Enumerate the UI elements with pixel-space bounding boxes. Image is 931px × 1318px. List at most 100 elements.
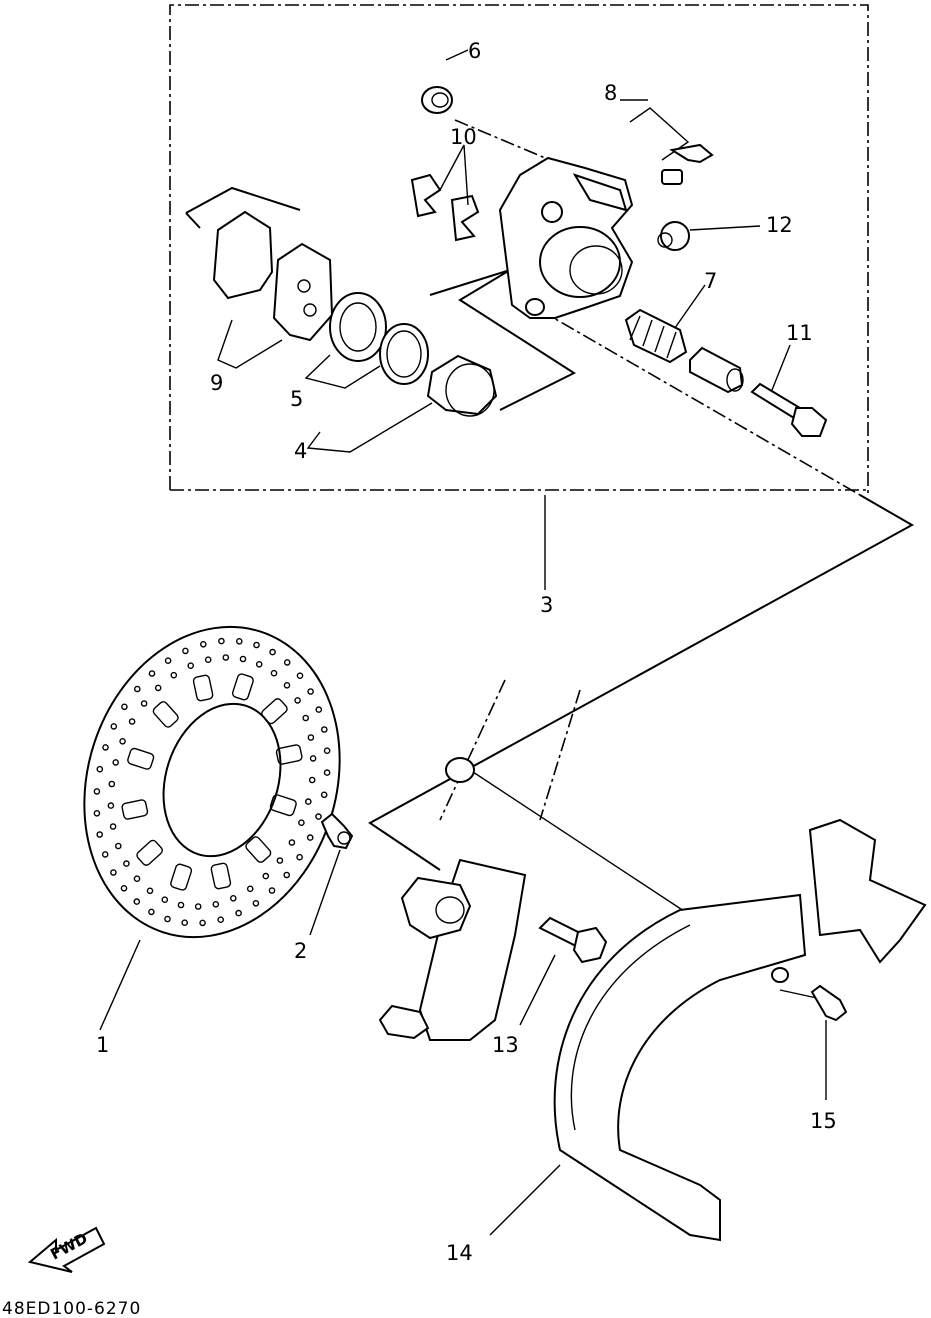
caliper-assembly-box	[169, 4, 869, 495]
part-number-4: 4	[294, 439, 307, 463]
disc-slot	[275, 744, 303, 765]
disc-drill-hole	[270, 669, 278, 677]
disc-drill-hole	[276, 857, 284, 864]
boot-part	[657, 221, 690, 251]
forward-arrow-icon: FWD	[27, 1226, 106, 1273]
part-number-15: 15	[810, 1109, 837, 1133]
disc-drill-hole	[229, 895, 237, 902]
part-number-labels: 1 2 3 4 5 6 7 8 9 10 11 12 13 14 15	[96, 39, 837, 1265]
part-number-10: 10	[450, 125, 477, 149]
disc-drill-hole	[109, 823, 117, 830]
disc-drill-hole	[148, 670, 156, 677]
disc-drill-hole	[140, 700, 148, 707]
disc-drill-hole	[308, 776, 316, 784]
disc-drill-hole	[255, 661, 263, 668]
disc-drill-hole	[307, 688, 314, 695]
part-number-5: 5	[290, 387, 303, 411]
disc-drill-hole	[262, 872, 270, 880]
diagram-code: 48ED100-6270	[2, 1299, 141, 1318]
brake-disc-part	[83, 625, 341, 939]
disc-drill-hole	[252, 900, 260, 907]
sleeve-part	[689, 346, 744, 394]
brake-pad-part	[212, 210, 334, 342]
disc-drill-hole	[187, 662, 194, 670]
disc-slot	[261, 698, 288, 725]
disc-slot	[121, 799, 149, 820]
disc-drill-hole	[309, 755, 317, 762]
disc-drill-hole	[107, 802, 115, 809]
disc-drill-hole	[315, 706, 323, 713]
disc-drill-hole	[296, 672, 304, 680]
fork-leg-part	[378, 757, 527, 1041]
disc-slot	[127, 747, 155, 770]
bellows-boot-part	[624, 308, 688, 364]
bleed-cap-part	[421, 86, 453, 114]
disc-drill-hole	[170, 671, 178, 679]
disc-drill-hole	[101, 851, 109, 858]
disc-drill-hole	[246, 885, 254, 893]
disc-drill-hole	[302, 714, 310, 722]
disc-drill-hole	[119, 738, 126, 745]
disc-drill-hole	[288, 839, 296, 846]
disc-drill-hole	[96, 831, 103, 838]
disc-slot	[170, 863, 193, 891]
disc-drill-hole	[112, 759, 119, 766]
disc-drill-hole	[123, 860, 130, 867]
caliper-bolt-part	[750, 382, 828, 437]
disc-drill-hole	[93, 788, 101, 795]
part-number-1: 1	[96, 1033, 109, 1057]
piston-part	[426, 354, 498, 417]
disc-drill-hole	[218, 637, 225, 645]
disc-drill-hole	[133, 685, 141, 693]
disc-bolt-part	[320, 812, 354, 850]
disc-drill-hole	[294, 697, 301, 704]
pad-spring-part	[410, 173, 480, 242]
disc-drill-hole	[115, 842, 122, 850]
disc-drill-hole	[283, 682, 291, 689]
part-number-9: 9	[210, 371, 223, 395]
part-number-11: 11	[786, 321, 813, 345]
disc-drill-hole	[102, 744, 109, 751]
disc-drill-hole	[283, 659, 291, 666]
disc-drill-hole	[268, 887, 276, 894]
disc-drill-hole	[323, 769, 331, 776]
part-number-14: 14	[446, 1241, 473, 1265]
leader-lines	[99, 49, 915, 1236]
disc-slot	[210, 862, 232, 890]
disc-drill-hole	[199, 641, 207, 648]
disc-slot	[152, 701, 179, 728]
disc-slot	[245, 836, 272, 863]
disc-drill-hole	[164, 657, 172, 665]
disc-drill-hole	[110, 869, 117, 876]
bleed-screw-part	[661, 143, 714, 185]
disc-drill-hole	[315, 813, 322, 820]
disc-drill-hole	[253, 641, 260, 649]
disc-drill-hole	[296, 853, 303, 861]
disc-drill-hole	[121, 703, 128, 711]
disc-drill-hole	[133, 898, 141, 905]
part-number-12: 12	[766, 213, 793, 237]
part-number-6: 6	[468, 39, 481, 63]
disc-slot	[136, 839, 163, 866]
disc-drill-hole	[154, 684, 162, 692]
disc-drill-hole	[110, 723, 118, 730]
caliper-body	[498, 156, 634, 319]
disc-drill-hole	[199, 919, 206, 927]
disc-drill-hole	[320, 726, 328, 733]
axle-bolt-part	[538, 916, 608, 964]
disc-drill-hole	[320, 791, 328, 799]
disc-drill-hole	[148, 908, 155, 916]
disc-drill-hole	[133, 875, 141, 883]
disc-drill-hole	[93, 810, 101, 817]
part-number-13: 13	[492, 1033, 519, 1057]
disc-drill-hole	[307, 734, 315, 741]
disc-drill-hole	[298, 819, 305, 827]
disc-drill-hole	[306, 834, 314, 841]
disc-cover-part	[553, 818, 927, 1242]
disc-drill-hole	[235, 909, 242, 917]
disc-drill-hole	[323, 747, 331, 755]
disc-drill-hole	[96, 765, 104, 773]
disc-drill-hole	[146, 887, 154, 895]
disc-drill-hole	[120, 885, 128, 892]
disc-drill-hole	[164, 915, 171, 923]
